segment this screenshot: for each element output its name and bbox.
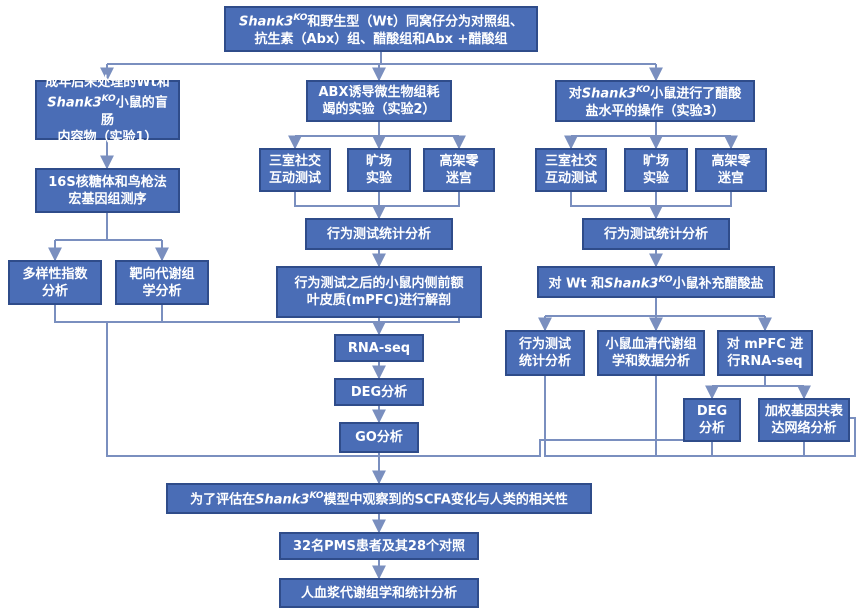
mpfc-rna-line2: 行RNA-seq xyxy=(727,354,803,369)
supp-gene: Shank3 xyxy=(604,276,659,292)
right-deg-line2: 分析 xyxy=(698,421,725,436)
mid-openfield-box: 旷场 实验 xyxy=(347,148,411,192)
supp-gene-sup: KO xyxy=(658,274,673,285)
rnaseq-label: RNA-seq xyxy=(347,340,411,356)
mid-openfield-line2: 实验 xyxy=(365,171,392,186)
scfa-correlation-box: 为了评估在Shank3KO模型中观察到的SCFA变化与人类的相关性 xyxy=(166,483,592,514)
deg-box: DEG分析 xyxy=(334,378,424,406)
wgcna-line2: 达网络分析 xyxy=(771,421,837,436)
mid-maze-box: 高架零 迷宫 xyxy=(423,148,495,192)
right-openfield-box: 旷场 实验 xyxy=(624,148,688,192)
mid-behavior-stats-box: 行为测试统计分析 xyxy=(305,218,453,250)
wgcna-box: 加权基因共表 达网络分析 xyxy=(758,398,850,442)
experiment3-box: 对Shank3KO小鼠进行了醋酸 盐水平的操作（实验3） xyxy=(555,80,755,122)
wgcna-line1: 加权基因共表 xyxy=(764,404,843,419)
exp2-line1: ABX诱导微生物组耗 xyxy=(318,85,440,100)
rnaseq-box: RNA-seq xyxy=(334,334,424,362)
title-line2: 抗生素（Abx）组、醋酸组和Abx +醋酸组 xyxy=(254,31,508,47)
serum-metabolomics-box: 小鼠血清代谢组 学和数据分析 xyxy=(597,330,705,376)
supp-pre: 对 Wt 和 xyxy=(548,276,605,292)
right-deg-line1: DEG xyxy=(696,404,728,419)
mid-openfield-line1: 旷场 xyxy=(365,154,392,169)
scfa-gene: Shank3 xyxy=(255,492,310,508)
mpfc-dissection-box: 行为测试之后的小鼠内侧前额 叶皮质(mPFC)进行解剖 xyxy=(276,266,482,318)
sequencing-box: 16S核糖体和鸟枪法 宏基因组测序 xyxy=(35,168,180,213)
right-maze-line1: 高架零 xyxy=(711,154,751,169)
pms-label: 32名PMS患者及其28个对照 xyxy=(292,538,465,554)
exp1-line1: 成年后未处理的Wt和 xyxy=(45,75,170,91)
go-box: GO分析 xyxy=(339,422,419,453)
right-behavior-stats: 行为测试统计分析 xyxy=(603,226,708,242)
scfa-gene-sup: KO xyxy=(309,491,324,502)
acetate-supplement-box: 对 Wt 和Shank3KO小鼠补充醋酸盐 xyxy=(537,266,775,298)
scfa-pre: 为了评估在 xyxy=(190,492,256,508)
title-line1: 和野生型（Wt）同窝仔分为对照组、 xyxy=(307,14,523,30)
exp3-post: 小鼠进行了醋酸 xyxy=(650,86,742,102)
exp1-line3: 内容物（实验1） xyxy=(57,129,158,145)
right-stats-box: 行为测试 统计分析 xyxy=(505,330,585,376)
mpfc-line1: 行为测试之后的小鼠内侧前额 xyxy=(294,276,464,291)
deg-label: DEG分析 xyxy=(350,384,408,400)
scfa-post: 模型中观察到的SCFA变化与人类的相关性 xyxy=(323,492,568,508)
supp-post: 小鼠补充醋酸盐 xyxy=(672,276,764,292)
experiment1-box: 成年后未处理的Wt和 Shank3KO小鼠的盲肠 内容物（实验1） xyxy=(35,75,180,145)
mpfc-line2: 叶皮质(mPFC)进行解剖 xyxy=(306,293,452,308)
pms-cohort-box: 32名PMS患者及其28个对照 xyxy=(279,532,479,560)
exp3-pre: 对 xyxy=(568,86,582,102)
tgt-line2: 学分析 xyxy=(142,283,182,299)
right-behavior-stats-box: 行为测试统计分析 xyxy=(582,218,730,250)
right-openfield-line1: 旷场 xyxy=(642,154,669,169)
plasma-metabolomics-box: 人血浆代谢组学和统计分析 xyxy=(279,578,479,608)
plasma-label: 人血浆代谢组学和统计分析 xyxy=(300,585,457,601)
experiment2-box: ABX诱导微生物组耗 竭的实验（实验2） xyxy=(306,80,452,122)
go-label: GO分析 xyxy=(355,430,403,445)
mid-behavior-stats: 行为测试统计分析 xyxy=(326,226,431,242)
mid-maze-line2: 迷宫 xyxy=(445,171,472,186)
right-stats-line1: 行为测试 xyxy=(518,337,571,352)
serum-line1: 小鼠血清代谢组 xyxy=(605,337,697,352)
title-gene-sup: KO xyxy=(293,13,308,24)
serum-line2: 学和数据分析 xyxy=(611,354,690,369)
right-social-line1: 三室社交 xyxy=(544,154,597,169)
exp1-gene-sup: KO xyxy=(101,94,116,105)
mpfc-rna-line1: 对 mPFC 进 xyxy=(726,337,804,352)
exp3-gene-sup: KO xyxy=(636,85,651,96)
mid-maze-line1: 高架零 xyxy=(439,154,479,169)
seq-line1: 16S核糖体和鸟枪法 xyxy=(48,174,167,190)
diversity-box: 多样性指数 分析 xyxy=(8,260,102,305)
title-gene: Shank3 xyxy=(239,14,294,30)
mpfc-rnaseq-box: 对 mPFC 进 行RNA-seq xyxy=(717,330,813,376)
tgt-line1: 靶向代谢组 xyxy=(129,266,195,282)
right-deg-box: DEG 分析 xyxy=(683,398,741,442)
div-line1: 多样性指数 xyxy=(22,266,88,282)
right-social-test-box: 三室社交 互动测试 xyxy=(535,148,607,192)
exp1-gene: Shank3 xyxy=(47,95,102,111)
div-line2: 分析 xyxy=(41,283,68,299)
exp2-line2: 竭的实验（实验2） xyxy=(322,102,436,117)
right-maze-box: 高架零 迷宫 xyxy=(695,148,767,192)
mid-social-line1: 三室社交 xyxy=(268,154,321,169)
targeted-metabolomics-box: 靶向代谢组 学分析 xyxy=(115,260,209,305)
exp3-line2: 盐水平的操作（实验3） xyxy=(585,103,725,119)
right-maze-line2: 迷宫 xyxy=(717,171,744,186)
mid-social-line2: 互动测试 xyxy=(268,171,321,186)
mid-social-test-box: 三室社交 互动测试 xyxy=(259,148,331,192)
exp3-gene: Shank3 xyxy=(581,86,637,102)
right-social-line2: 互动测试 xyxy=(544,171,597,186)
title-box: Shank3KO和野生型（Wt）同窝仔分为对照组、 抗生素（Abx）组、醋酸组和… xyxy=(224,6,538,52)
exp1-line2: 小鼠的盲肠 xyxy=(100,95,168,128)
right-openfield-line2: 实验 xyxy=(642,171,669,186)
seq-line2: 宏基因组测序 xyxy=(68,191,147,207)
right-stats-line2: 统计分析 xyxy=(518,354,571,369)
